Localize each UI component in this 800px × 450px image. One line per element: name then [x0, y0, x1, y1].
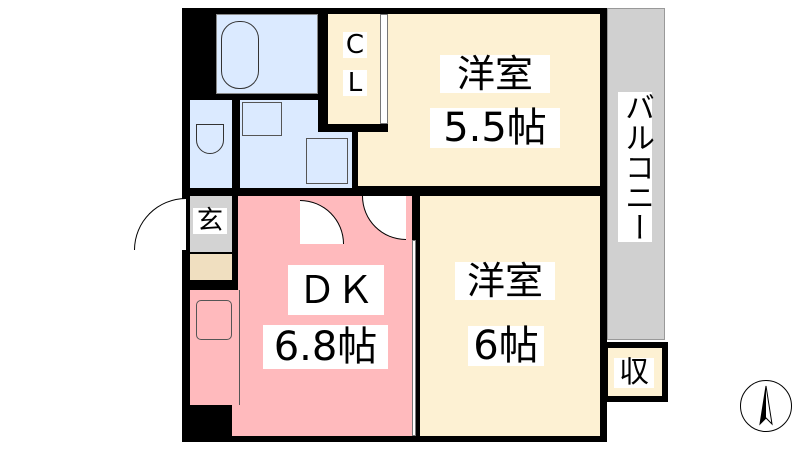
entrance-door-swing	[134, 198, 186, 250]
bathroom	[216, 14, 318, 94]
wall-segment	[190, 282, 238, 290]
toilet-icon	[196, 124, 224, 154]
washer-space-icon	[306, 138, 348, 184]
kitchen-counter	[190, 290, 240, 405]
toilet	[190, 100, 232, 188]
balcony-label: バルコニー	[618, 92, 654, 242]
room1-size: 5.5帖	[430, 108, 560, 148]
dk-name: ＤＫ	[288, 265, 384, 315]
room2-name: 洋室	[455, 262, 555, 300]
closet-label-c: C	[343, 32, 367, 58]
room2-size: 6帖	[468, 326, 544, 366]
sink-icon	[242, 102, 282, 136]
wall-segment	[232, 196, 238, 290]
closet-label-l: L	[343, 70, 367, 96]
sliding-door	[412, 240, 416, 436]
shoe-box	[190, 254, 232, 280]
closet-door	[380, 14, 388, 124]
western-room-5-5	[358, 14, 600, 186]
storage-label: 収	[614, 358, 654, 388]
dk-size: 6.8帖	[263, 325, 388, 369]
western-room-6	[420, 196, 600, 436]
entrance-label: 玄	[193, 208, 227, 234]
north-compass-icon	[740, 380, 792, 432]
room1-name: 洋室	[440, 55, 550, 93]
kitchen-sink-icon	[196, 300, 232, 340]
bathtub-icon	[221, 21, 259, 89]
